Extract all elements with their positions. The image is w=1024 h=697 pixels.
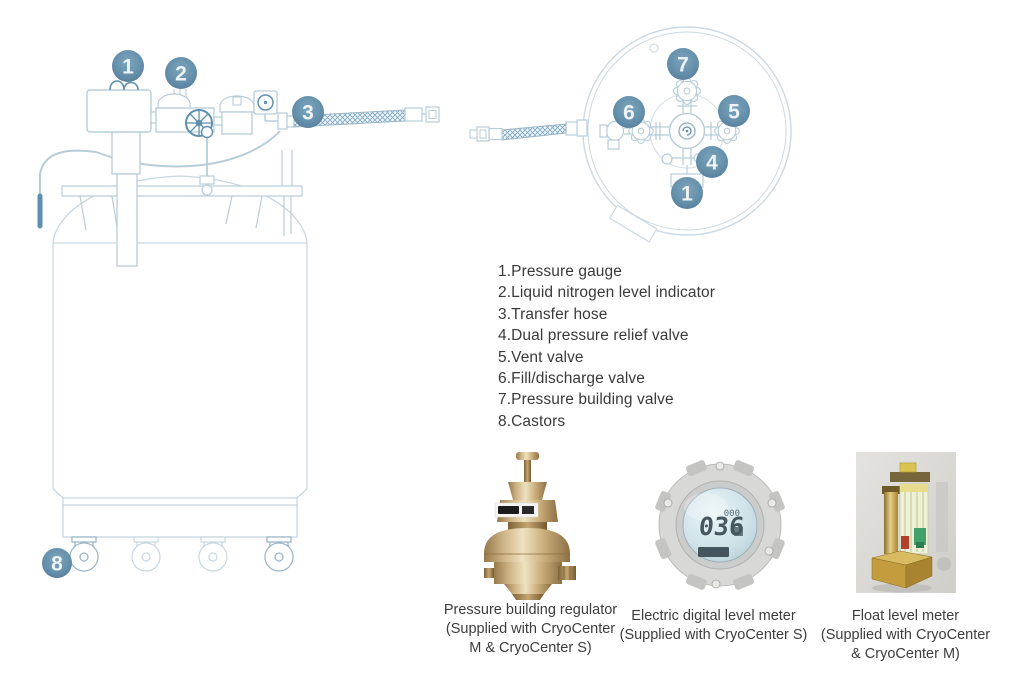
caption-line: (Supplied with CryoCenter S) [619, 627, 808, 643]
product-photo-float-meter [856, 452, 956, 593]
tank-rim-inner [587, 31, 787, 231]
fill-discharge-valve-wheel [628, 118, 654, 144]
bezel-screws [663, 461, 777, 589]
indicator-column [111, 129, 141, 267]
castor-wheel [131, 536, 161, 572]
manifold-center [668, 112, 706, 150]
float-meter-device [871, 462, 933, 589]
product-photo-digital-meter: 000 036 [655, 460, 785, 590]
green-scale-mark [914, 528, 926, 545]
rim-tab [608, 204, 658, 243]
callout-badge-5: 5 [718, 95, 750, 127]
outlet-port [558, 566, 576, 580]
side-callouts: 1 2 3 8 [42, 50, 324, 578]
pressure-gauge-box [253, 90, 278, 115]
callout-badge-1-top: 1 [671, 177, 703, 209]
hex-base [871, 550, 933, 589]
caption-line: Float level meter [851, 608, 960, 624]
caption-line: Pressure building regulator [443, 602, 618, 618]
legend-item: 1.Pressure gauge [498, 263, 622, 280]
callout-number: 2 [175, 63, 187, 86]
callout-number: 1 [122, 56, 134, 79]
legend-item: 7.Pressure building valve [498, 391, 674, 409]
lower-cone [504, 584, 552, 594]
castors [69, 536, 294, 572]
caption-float-meter: Float level meter (Supplied with CryoCen… [803, 607, 1008, 664]
legend-item: 8.Castors [498, 412, 566, 430]
callout-number: 7 [677, 54, 689, 77]
side-view-drawing: 1 2 3 8 [37, 50, 440, 578]
spring-housing [508, 482, 547, 500]
lcd-label-bar [698, 547, 729, 557]
callout-badge-1: 1 [112, 50, 144, 82]
diaphragm-housing [484, 528, 570, 562]
caption-line: (Supplied with CryoCenter [445, 621, 616, 637]
transfer-hose-side [293, 106, 440, 128]
castor-wheel [198, 536, 228, 572]
callout-number: 6 [623, 102, 635, 125]
callout-number: 5 [728, 101, 740, 124]
callout-number: 1 [681, 183, 693, 206]
callout-badge-2: 2 [165, 57, 197, 89]
tank-body [52, 175, 308, 538]
castor-wheel [69, 536, 99, 572]
castor-wheel [264, 536, 294, 572]
callout-number: 4 [706, 152, 718, 175]
lcd-unit-block [734, 527, 743, 536]
top-callouts: 7 6 5 4 1 [613, 48, 750, 209]
legend-item: 6.Fill/discharge valve [498, 370, 645, 388]
inlet-port [484, 568, 494, 578]
neck [508, 522, 547, 532]
callout-number: 8 [51, 553, 63, 576]
stem-cap [516, 452, 539, 460]
legend-item: 2.Liquid nitrogen level indicator [498, 284, 715, 302]
parts-legend: 1.Pressure gauge 2.Liquid nitrogen level… [498, 261, 715, 432]
gauge-loops [109, 80, 139, 91]
support-table [61, 150, 303, 236]
caption-line: & CryoCenter M) [851, 646, 960, 662]
product-label [494, 502, 539, 518]
fill-valve-body [599, 120, 631, 150]
left-tube [37, 149, 97, 229]
lcd-main-value: 036 [697, 512, 745, 541]
caption-line: (Supplied with CryoCenter [820, 627, 991, 643]
bottom-nut [512, 594, 544, 600]
valve-body [494, 562, 562, 584]
pressure-building-valve-wheel [673, 77, 701, 105]
caption-line: M & CryoCenter S) [469, 640, 592, 656]
product-photo-regulator [484, 452, 576, 600]
callout-badge-7: 7 [667, 48, 699, 80]
legend-item: 3.Transfer hose [498, 305, 608, 323]
transfer-hose-top [469, 119, 588, 142]
legend-item: 5.Vent valve [498, 348, 584, 366]
brass-column [884, 492, 898, 554]
bezel-notches [655, 460, 785, 590]
adjust-stem [524, 456, 531, 482]
caption-regulator: Pressure building regulator (Supplied wi… [428, 601, 633, 658]
callout-badge-6: 6 [613, 96, 645, 128]
callout-badge-3: 3 [292, 96, 324, 128]
lcd-secondary-value: 000 [724, 509, 740, 519]
callout-badge-4: 4 [696, 146, 728, 178]
handwheel [185, 109, 214, 139]
rim-fitting [649, 43, 659, 53]
top-cap [890, 472, 930, 482]
caption-digital-meter: Electric digital level meter (Supplied w… [610, 607, 817, 645]
legend-item: 4.Dual pressure relief valve [498, 327, 689, 345]
red-float-mark [901, 536, 909, 549]
top-view-drawing: 7 6 5 4 1 [469, 26, 792, 243]
top-label [899, 462, 917, 473]
callout-badge-8: 8 [42, 548, 72, 578]
callout-number: 3 [302, 102, 314, 125]
caption-line: Electric digital level meter [631, 608, 796, 624]
valve-assembly [155, 90, 295, 139]
lcd-screen [682, 487, 758, 563]
